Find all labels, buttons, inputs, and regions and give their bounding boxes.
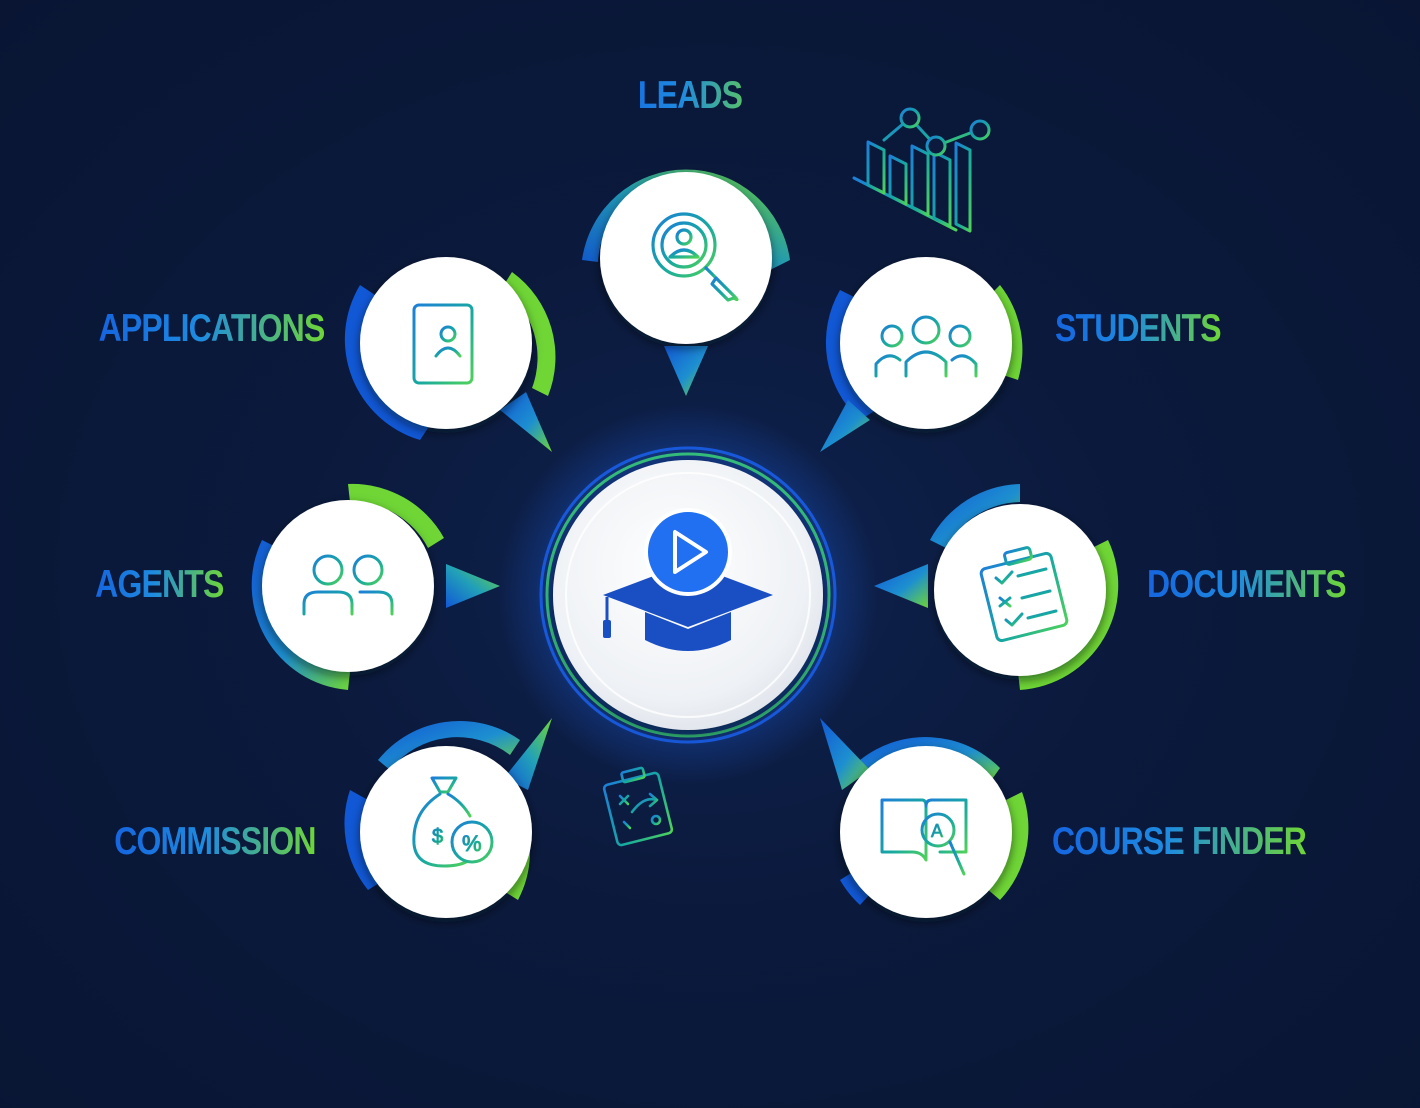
money-bag-percent-icon: $ % [412, 776, 494, 868]
node-course-finder[interactable]: A [820, 718, 1029, 918]
user-search-icon [651, 212, 739, 302]
svg-text:%: % [462, 831, 482, 856]
label-students: STUDENTS [1055, 305, 1222, 353]
checklist-clipboard-icon [979, 546, 1069, 643]
strategy-clipboard-icon [602, 766, 674, 847]
node-documents[interactable] [874, 484, 1119, 690]
group-icon [874, 315, 978, 378]
open-book-search-icon: A [880, 798, 968, 876]
label-leads: LEADS [608, 72, 772, 120]
svg-text:$: $ [432, 826, 443, 848]
node-commission[interactable]: $ % [344, 718, 552, 918]
node-agents[interactable] [251, 483, 500, 690]
node-applications[interactable] [344, 257, 556, 452]
label-commission: COMMISSION [115, 818, 317, 866]
center-hub [498, 405, 878, 785]
label-agents: AGENTS [96, 561, 225, 609]
address-book-icon [406, 303, 482, 385]
label-course-finder: COURSE FINDER [1052, 818, 1307, 866]
growth-chart-icon [852, 107, 991, 233]
two-people-icon [302, 554, 394, 616]
node-students[interactable] [820, 257, 1023, 452]
svg-text:A: A [931, 821, 943, 841]
graduation-cap-play-icon [603, 508, 773, 651]
label-documents: DOCUMENTS [1147, 561, 1347, 609]
label-applications: APPLICATIONS [98, 305, 325, 353]
node-leads[interactable] [582, 169, 790, 396]
